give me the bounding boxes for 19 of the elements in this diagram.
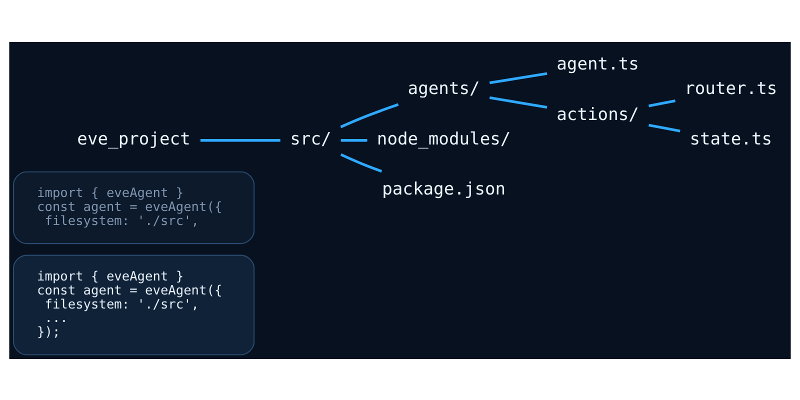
- connector: [340, 152, 382, 172]
- connector: [200, 138, 280, 142]
- node-text: agent.ts: [556, 54, 639, 74]
- node-box: import { eveAgent } const agent = eveAgent({ filesystem: './src', ... });: [12, 254, 255, 355]
- connector: [489, 72, 548, 84]
- connector: [340, 138, 368, 142]
- node-text: package.json: [382, 179, 506, 200]
- connector: [648, 123, 680, 132]
- node-text: src/: [290, 128, 332, 149]
- node-text: router.ts: [684, 78, 778, 99]
- node-text: agents/: [408, 78, 480, 99]
- connector: [340, 102, 399, 128]
- connector: [489, 96, 548, 108]
- node-text: node_modules/: [376, 128, 511, 149]
- node-box: import { eveAgent } const agent = eveAgent({ filesystem: './src',: [12, 170, 255, 244]
- node-text: actions/: [556, 104, 639, 124]
- connector: [648, 99, 676, 107]
- node-text: eve_project: [77, 128, 190, 149]
- node-text: state.ts: [690, 128, 772, 149]
